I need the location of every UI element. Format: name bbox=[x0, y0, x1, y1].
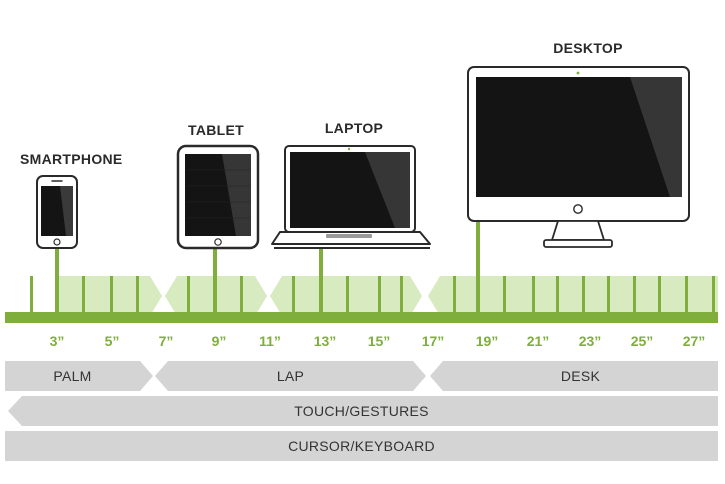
size-label: 19” bbox=[475, 333, 499, 349]
ruler-tick bbox=[378, 276, 381, 316]
ruler-tick bbox=[633, 276, 636, 316]
size-label: 17” bbox=[421, 333, 445, 349]
cursor-band-label: CURSOR/KEYBOARD bbox=[288, 438, 435, 454]
ruler-tick bbox=[712, 276, 715, 316]
tablet-icon bbox=[176, 144, 260, 250]
lap-band-label: LAP bbox=[276, 368, 305, 384]
ruler-tick bbox=[582, 276, 585, 316]
laptop-label: LAPTOP bbox=[324, 120, 384, 136]
tablet-pointer bbox=[213, 248, 217, 316]
ruler-tick bbox=[400, 276, 403, 316]
smartphone-label: SMARTPHONE bbox=[20, 151, 123, 167]
ruler-tick bbox=[658, 276, 661, 316]
ruler-tick bbox=[503, 276, 506, 316]
desktop-pointer bbox=[476, 222, 480, 316]
size-label: 11” bbox=[259, 333, 281, 349]
ruler-tick bbox=[607, 276, 610, 316]
size-label: 15” bbox=[367, 333, 391, 349]
smartphone-pointer bbox=[55, 248, 59, 316]
size-label: 21” bbox=[526, 333, 550, 349]
touch-band bbox=[8, 396, 718, 426]
laptop-pointer bbox=[319, 248, 323, 316]
ruler-tick bbox=[346, 276, 349, 316]
cursor-band bbox=[5, 431, 718, 461]
ruler-tick bbox=[556, 276, 559, 316]
size-label: 5” bbox=[104, 333, 120, 349]
desktop-segment bbox=[428, 276, 718, 316]
ruler-tick bbox=[187, 276, 190, 316]
ruler-tick bbox=[240, 276, 243, 316]
size-label: 7” bbox=[158, 333, 174, 349]
ruler-tick bbox=[532, 276, 535, 316]
ruler-tick bbox=[685, 276, 688, 316]
ruler-ticks bbox=[30, 276, 715, 316]
touch-band-label: TOUCH/GESTURES bbox=[294, 403, 429, 419]
size-label: 25” bbox=[630, 333, 654, 349]
palm-band-label: PALM bbox=[53, 368, 92, 384]
desktop-label: DESKTOP bbox=[553, 40, 623, 56]
ruler-tick bbox=[292, 276, 295, 316]
size-label: 13” bbox=[313, 333, 337, 349]
ruler-tick bbox=[136, 276, 139, 316]
context-band-row bbox=[5, 361, 718, 391]
ruler-tick bbox=[82, 276, 85, 316]
desk-band bbox=[430, 361, 718, 391]
size-label: 27” bbox=[682, 333, 706, 349]
desktop-icon bbox=[467, 66, 690, 248]
smartphone-icon bbox=[36, 175, 78, 249]
size-label: 9” bbox=[211, 333, 227, 349]
ruler-tick bbox=[453, 276, 456, 316]
ruler-tick bbox=[30, 276, 33, 316]
ruler-baseline bbox=[5, 312, 718, 323]
size-label: 3” bbox=[49, 333, 65, 349]
lap-band bbox=[155, 361, 426, 391]
palm-band bbox=[5, 361, 153, 391]
size-label: 23” bbox=[578, 333, 602, 349]
laptop-icon bbox=[271, 145, 431, 249]
palm-segment bbox=[55, 276, 162, 316]
ruler-tick bbox=[110, 276, 113, 316]
tablet-label: TABLET bbox=[188, 122, 244, 138]
desk-band-label: DESK bbox=[560, 368, 601, 384]
